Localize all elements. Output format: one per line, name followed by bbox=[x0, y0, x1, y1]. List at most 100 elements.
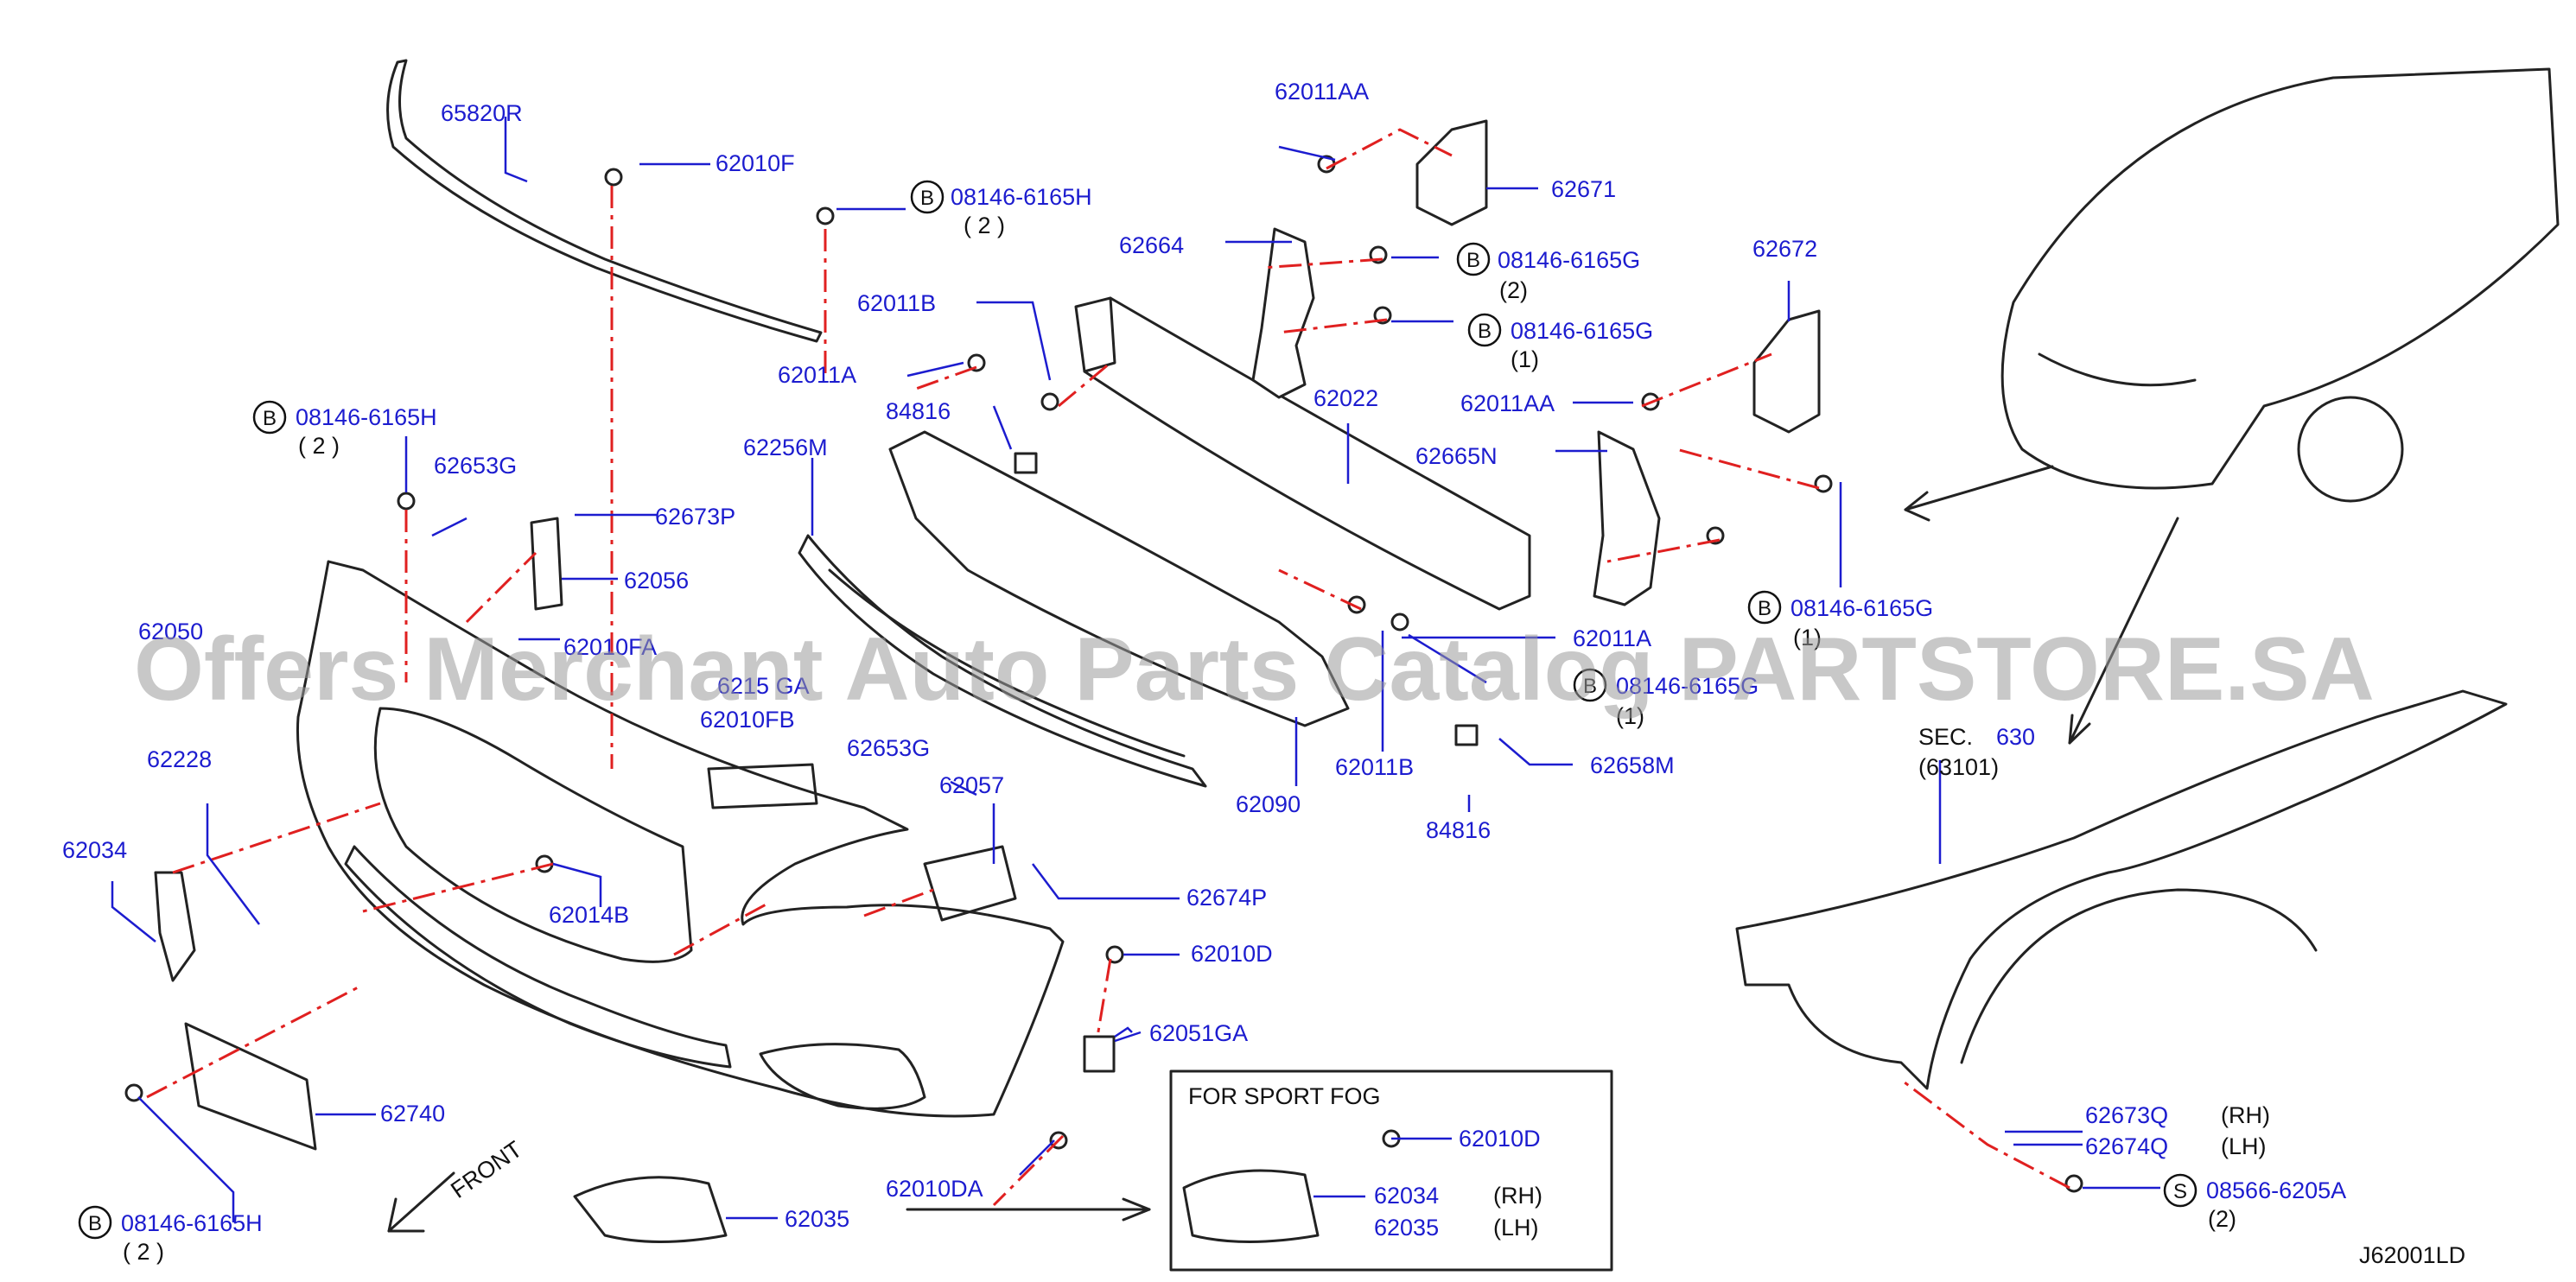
bolt-symbol-b-g2: B bbox=[1467, 313, 1502, 347]
label-62090[interactable]: 62090 bbox=[1236, 791, 1301, 817]
label-08146-6165H-bottom[interactable]: 08146-6165H bbox=[121, 1210, 263, 1236]
upper-grille-support bbox=[798, 534, 1207, 788]
label-62011AA-mid[interactable]: 62011AA bbox=[1460, 390, 1555, 416]
watermark: Offers Merchant Auto Parts Catalog PARTS… bbox=[134, 619, 2375, 720]
svg-text:S: S bbox=[2173, 1180, 2187, 1203]
svg-text:B: B bbox=[88, 1212, 102, 1235]
fender bbox=[1735, 689, 2508, 1090]
label-62011B-top[interactable]: 62011B bbox=[857, 290, 936, 316]
label-62673Q[interactable]: 62673Q bbox=[2085, 1102, 2168, 1128]
rh-62673Q: (RH) bbox=[2221, 1102, 2270, 1128]
bracket-62056 bbox=[530, 517, 563, 611]
label-62050[interactable]: 62050 bbox=[138, 619, 203, 644]
screw-symbol-s: S bbox=[2163, 1173, 2198, 1208]
label-62673P[interactable]: 62673P bbox=[655, 504, 735, 530]
label-08146-6165H-top[interactable]: 08146-6165H bbox=[951, 184, 1092, 210]
label-08566-6205A[interactable]: 08566-6205A bbox=[2206, 1177, 2346, 1203]
vehicle-front-view bbox=[2000, 67, 2560, 503]
label-62057[interactable]: 62057 bbox=[939, 772, 1004, 798]
svg-text:B: B bbox=[1758, 597, 1771, 620]
sport-fog-title: FOR SPORT FOG bbox=[1188, 1083, 1381, 1109]
fog-lamp-62035 bbox=[573, 1176, 728, 1243]
label-62658M[interactable]: 62658M bbox=[1590, 752, 1675, 778]
label-62010DA[interactable]: 62010DA bbox=[886, 1176, 983, 1202]
label-6215GA[interactable]: 6215 GA bbox=[717, 673, 810, 699]
qty-left: ( 2 ) bbox=[298, 433, 340, 459]
label-62051GA[interactable]: 62051GA bbox=[1149, 1020, 1248, 1046]
label-62671[interactable]: 62671 bbox=[1551, 176, 1616, 202]
label-62035[interactable]: 62035 bbox=[785, 1206, 849, 1232]
centerlines bbox=[146, 128, 2070, 1207]
crash-box-62671 bbox=[1415, 119, 1488, 226]
label-62228[interactable]: 62228 bbox=[147, 746, 212, 772]
sport-rh: (RH) bbox=[1493, 1183, 1542, 1209]
label-62672[interactable]: 62672 bbox=[1752, 236, 1817, 262]
bracket-62740 bbox=[184, 1022, 317, 1151]
bracket-62665N bbox=[1593, 430, 1661, 606]
bolt-symbol-b-g1: B bbox=[1456, 242, 1491, 276]
svg-text:B: B bbox=[1478, 320, 1492, 343]
label-62022[interactable]: 62022 bbox=[1313, 385, 1378, 411]
leader-lines bbox=[111, 117, 2160, 1222]
svg-text:B: B bbox=[1466, 249, 1480, 272]
label-sport-62035[interactable]: 62035 bbox=[1374, 1215, 1439, 1241]
bolt-symbol-b-g4: B bbox=[1573, 668, 1607, 702]
part-labels: 65820R 62010F 08146-6165H ( 2 ) 62011AA … bbox=[62, 79, 2465, 1268]
label-sport-62034[interactable]: 62034 bbox=[1374, 1183, 1439, 1209]
qty-bottom: ( 2 ) bbox=[123, 1239, 164, 1265]
bolt-symbol-b-bottom: B bbox=[78, 1205, 112, 1240]
lh-62674Q: (LH) bbox=[2221, 1133, 2267, 1159]
bolt-symbol-b-g3: B bbox=[1747, 590, 1782, 625]
qty-top: ( 2 ) bbox=[964, 213, 1005, 238]
sec-sub: (63101) bbox=[1918, 754, 1999, 780]
sec-label: SEC. bbox=[1918, 724, 1973, 750]
label-62664[interactable]: 62664 bbox=[1119, 232, 1184, 258]
qty-g2: (1) bbox=[1511, 346, 1539, 372]
label-08146-6165H-left[interactable]: 08146-6165H bbox=[296, 404, 437, 430]
label-62014B[interactable]: 62014B bbox=[549, 902, 629, 928]
sec-number[interactable]: 630 bbox=[1996, 724, 2035, 750]
label-62653G-top[interactable]: 62653G bbox=[434, 453, 517, 479]
qty-g1: (2) bbox=[1499, 277, 1528, 303]
label-62256M[interactable]: 62256M bbox=[743, 435, 828, 460]
label-62010FB[interactable]: 62010FB bbox=[700, 707, 795, 733]
bolt-symbol-b-left: B bbox=[252, 400, 287, 435]
bracket-62664 bbox=[1251, 227, 1315, 399]
label-62056[interactable]: 62056 bbox=[624, 568, 689, 593]
bracket-62057 bbox=[923, 845, 1017, 922]
qty-g4: (1) bbox=[1616, 703, 1644, 729]
qty-s: (2) bbox=[2208, 1206, 2236, 1232]
label-08146-6165G-2[interactable]: 08146-6165G bbox=[1511, 318, 1653, 344]
label-08146-6165G-3[interactable]: 08146-6165G bbox=[1790, 595, 1933, 621]
label-62674P[interactable]: 62674P bbox=[1186, 885, 1267, 911]
svg-text:B: B bbox=[920, 187, 934, 210]
label-08146-6165G-1[interactable]: 08146-6165G bbox=[1498, 247, 1640, 273]
energy-absorber bbox=[888, 430, 1350, 727]
svg-text:B: B bbox=[1583, 675, 1597, 698]
label-65820R[interactable]: 65820R bbox=[441, 100, 523, 126]
label-62034-left[interactable]: 62034 bbox=[62, 837, 127, 863]
label-62011B-bot[interactable]: 62011B bbox=[1335, 754, 1414, 780]
label-62010F[interactable]: 62010F bbox=[716, 150, 795, 176]
label-62011AA-top[interactable]: 62011AA bbox=[1275, 79, 1369, 105]
qty-g3: (1) bbox=[1793, 625, 1822, 651]
label-84816-top[interactable]: 84816 bbox=[886, 398, 951, 424]
label-62653G-mid[interactable]: 62653G bbox=[847, 735, 930, 761]
sport-lh: (LH) bbox=[1493, 1215, 1539, 1241]
label-84816-bot[interactable]: 84816 bbox=[1426, 817, 1491, 843]
label-sport-62010D[interactable]: 62010D bbox=[1459, 1126, 1541, 1152]
label-62674Q[interactable]: 62674Q bbox=[2085, 1133, 2168, 1159]
front-bumper-fascia bbox=[296, 560, 1065, 1118]
direction-arrows bbox=[387, 465, 2179, 1233]
label-62011A-top[interactable]: 62011A bbox=[778, 362, 856, 388]
bumper-reinforcement-strip bbox=[386, 59, 823, 343]
label-62010FA[interactable]: 62010FA bbox=[563, 634, 657, 660]
bracket-62034 bbox=[154, 871, 196, 982]
sport-fog-inset bbox=[1169, 1069, 1613, 1272]
label-62010D[interactable]: 62010D bbox=[1191, 941, 1273, 967]
label-62740[interactable]: 62740 bbox=[380, 1101, 445, 1127]
label-62011A-mid[interactable]: 62011A bbox=[1573, 625, 1651, 651]
label-08146-6165G-4[interactable]: 08146-6165G bbox=[1616, 673, 1759, 699]
label-62665N[interactable]: 62665N bbox=[1415, 443, 1498, 469]
